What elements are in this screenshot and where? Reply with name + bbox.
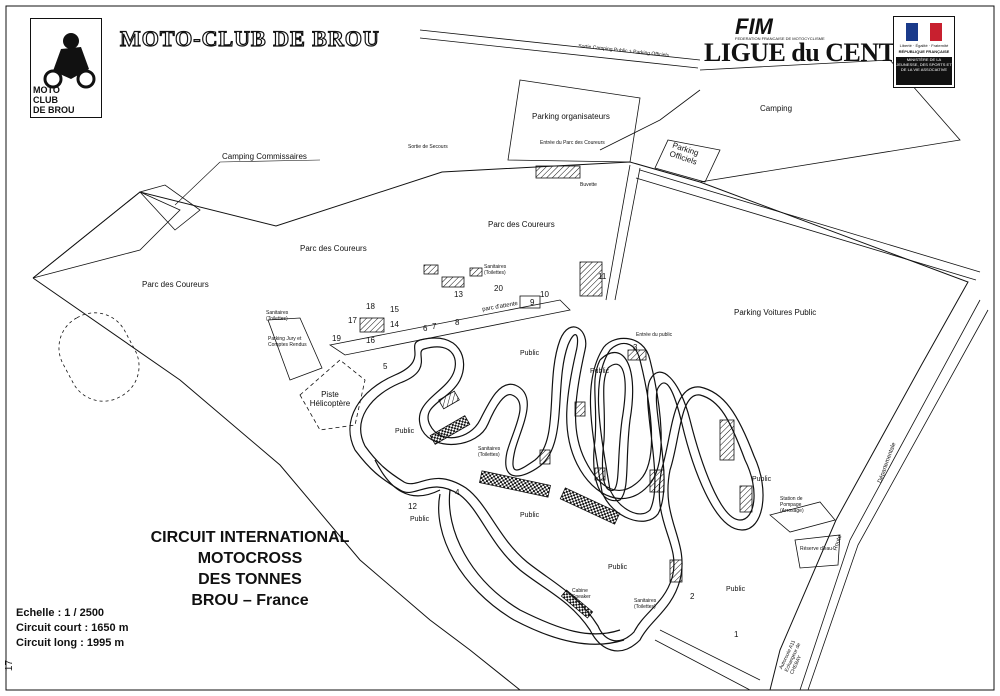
label-parking-jury: Parking Jury et Comptes Rendus [268, 336, 307, 348]
parking-jury-zone [267, 317, 323, 381]
map-number: 8 [455, 318, 460, 327]
label-entree-public: Entrée du public [636, 332, 673, 338]
map-number: 20 [494, 284, 503, 293]
label-camping: Camping [760, 104, 793, 113]
map-number: 17 [348, 316, 357, 325]
map-number: 15 [390, 305, 399, 314]
building-11 [579, 261, 603, 297]
parking-officiels-zone [654, 139, 721, 183]
motocross-rider-icon [43, 33, 96, 89]
map-number: 19 [332, 334, 341, 343]
label-buvette: Buvette [580, 182, 597, 188]
map-number: 1 [734, 630, 739, 639]
building-16 [359, 317, 385, 333]
page-number: 17 [4, 659, 16, 672]
zone-public: Public [590, 368, 610, 375]
label-sanitaires-4: Sanitaires (Toilettes) [634, 598, 657, 610]
fim-subtitle: FEDERATION FRANCAISE DE MOTOCYCLISME [735, 36, 825, 41]
map-number: 14 [390, 320, 399, 329]
label-sanitaires-3: Sanitaires (Toilettes) [478, 446, 501, 458]
short-circuit-length: Circuit court : 1650 m [16, 622, 129, 634]
paddock-strip [328, 299, 571, 356]
motocross-track [349, 326, 764, 652]
label-sanitaires-2: Sanitaires (Toilettes) [484, 264, 507, 276]
camping-commissaires-leader [174, 161, 221, 206]
label-parc-coureurs-mid: Parc des Coureurs [300, 244, 367, 253]
label-sortie-secours: Sortie de Secours [408, 144, 448, 150]
zone-public: Public [410, 516, 430, 523]
pumping-station-zone [769, 501, 836, 533]
parking-organisateurs-zone [507, 79, 641, 163]
waiting-area-box [519, 295, 541, 309]
label-sanitaires-1: Sanitaires (Toilettes) [266, 310, 289, 322]
label-parking-organisateurs: Parking organisateurs [532, 112, 610, 121]
map-number: 12 [408, 502, 417, 511]
entry-road [599, 89, 701, 151]
zone-public: Public [395, 428, 415, 435]
label-cabine-speaker: Cabine Speaker [572, 588, 591, 600]
fim-logo: FIM [735, 14, 773, 39]
mini-oval-track [58, 312, 140, 402]
map-number: 18 [366, 302, 375, 311]
club-logo-text: MOTO CLUB DE BROU [33, 85, 75, 115]
map-number: 3 [633, 343, 638, 352]
diagonal-track-road [605, 164, 641, 301]
club-title: MOTO-CLUB DE BROU [119, 25, 380, 51]
label-parking-voitures-public: Parking Voitures Public [734, 308, 817, 317]
zone-public: Public [520, 512, 540, 519]
helipad-zone [299, 359, 366, 431]
zone-public: Public [752, 476, 772, 483]
zone-public: Public [520, 350, 540, 357]
label-parc-coureurs-left: Parc des Coureurs [142, 280, 209, 289]
french-flag-icon [906, 23, 942, 41]
map-number: 11 [598, 272, 607, 281]
building-13 [441, 276, 465, 288]
track-surface-marks [429, 349, 753, 619]
map-number: 7 [432, 322, 437, 331]
map-number: 9 [530, 298, 535, 307]
map-number: 16 [366, 336, 375, 345]
right-road [635, 169, 981, 281]
building-entry [535, 165, 581, 179]
ministry-name: MINISTÈRE DE LA JEUNESSE, DES SPORTS ET … [896, 57, 952, 85]
club-logo: MOTO CLUB DE BROU [30, 18, 102, 118]
map-number: 13 [454, 290, 463, 299]
camping-commissaires-zone [139, 184, 201, 231]
ministry-republic: RÉPUBLIQUE FRANÇAISE [898, 49, 950, 54]
label-station-pompage: Station de Pompage (Arrosage) [780, 496, 804, 514]
camping-commissaires-line [219, 159, 321, 163]
bottom-road [654, 629, 761, 691]
map-number: 2 [690, 592, 695, 601]
zone-public: Public [726, 586, 746, 593]
ministry-motto: Liberté · Égalité · Fraternité [899, 43, 949, 48]
long-circuit-length: Circuit long : 1995 m [16, 637, 125, 649]
building-sanitaires-2 [469, 267, 483, 277]
building-sanitaires-1 [423, 264, 439, 275]
water-reserve-zone [794, 534, 841, 569]
scale-value: Echelle : 1 / 2500 [16, 607, 105, 619]
ministry-logo: Liberté · Égalité · Fraternité RÉPUBLIQU… [893, 16, 955, 88]
departementale-road [799, 299, 989, 691]
label-reserve-eau: Réserve d'eau [800, 546, 833, 552]
camping-zone [699, 59, 961, 183]
label-camping-commissaires: Camping Commissaires [222, 152, 307, 161]
map-number: 4 [455, 488, 460, 497]
label-parc-coureurs-right: Parc des Coureurs [488, 220, 555, 229]
parc-coureurs-left-boundary [32, 191, 181, 279]
zone-public: Public [608, 564, 628, 571]
label-piste-helicoptere: Piste Hélicoptère [309, 390, 351, 408]
map-number: 6 [423, 324, 428, 333]
circuit-title: CIRCUIT INTERNATIONAL MOTOCROSS DES TONN… [150, 529, 350, 609]
scale-legend: Echelle : 1 / 2500 Circuit court : 1650 … [16, 606, 128, 651]
map-number: 5 [383, 362, 388, 371]
label-entree-parc: Entrée du Parc des Coureurs [540, 140, 605, 146]
top-road [419, 29, 701, 69]
page-frame [5, 5, 995, 691]
map-number: 10 [540, 290, 549, 299]
